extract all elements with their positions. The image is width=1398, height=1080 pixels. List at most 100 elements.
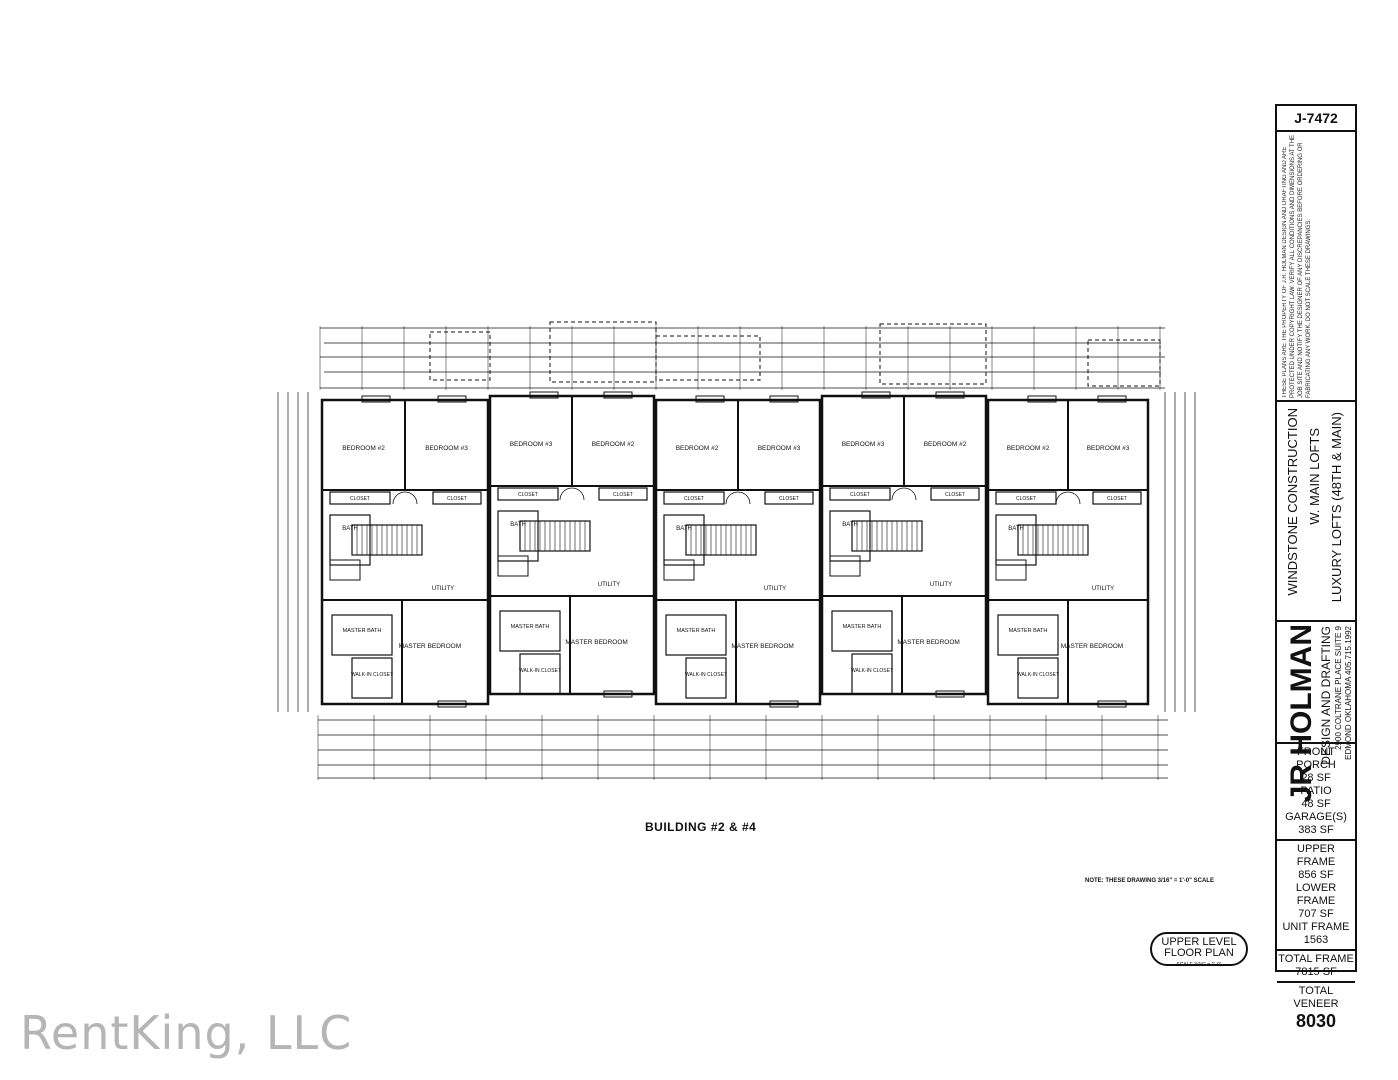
watermark: RentKing, LLC xyxy=(20,1006,353,1060)
firm-logo: JR HOLMAN DESIGN AND DRAFTING 2900 COLTR… xyxy=(1277,620,1355,802)
tub-outline xyxy=(829,555,861,577)
door-swing xyxy=(559,487,573,501)
bath-outline xyxy=(829,510,871,562)
bedroom-label: BEDROOM #3 xyxy=(1087,445,1130,452)
window xyxy=(769,395,799,403)
utility-label: UTILITY xyxy=(764,586,786,592)
plan-title-line2: FLOOR PLAN xyxy=(1164,947,1234,959)
job-number: J-7472 xyxy=(1277,106,1355,132)
bath-label: BATH xyxy=(1008,526,1024,532)
bedroom-label: BEDROOM #2 xyxy=(1007,445,1050,452)
project-client: WINDSTONE CONSTRUCTION xyxy=(1285,408,1300,596)
area-value: 383 SF xyxy=(1298,824,1334,836)
overhang-outline xyxy=(429,331,491,381)
bedroom-label: BEDROOM #3 xyxy=(425,445,468,452)
bath-label: BATH xyxy=(342,526,358,532)
overhang-outline xyxy=(1087,339,1161,387)
walk-in-closet-label: WALK-IN CLOSET xyxy=(851,668,893,674)
closet-label: CLOSET xyxy=(613,492,633,498)
bedroom-label: BEDROOM #2 xyxy=(676,445,719,452)
master-bath-outline xyxy=(831,610,893,652)
master-bath-outline xyxy=(331,614,393,656)
master-bedroom-label: MASTER BEDROOM xyxy=(731,643,793,650)
window xyxy=(769,700,799,708)
master-bedroom-label: MASTER BEDROOM xyxy=(1061,643,1123,650)
plan-title-scale: SCALE 3/16" = 1'-0" xyxy=(1176,962,1222,968)
walk-in-closet-outline xyxy=(1017,657,1059,699)
bath-label: BATH xyxy=(842,522,858,528)
closet-outline xyxy=(829,487,891,501)
bedroom-label: BEDROOM #3 xyxy=(758,445,801,452)
walk-in-closet-label: WALK-IN CLOSET xyxy=(685,672,727,678)
closet-outline xyxy=(598,487,648,501)
frame-label: UNIT FRAME xyxy=(1282,921,1350,933)
closet-label: CLOSET xyxy=(945,492,965,498)
area-group-exterior: FRONT PORCH 28 SF PATIO 48 SF GARAGE(S) … xyxy=(1277,744,1355,841)
door-swing xyxy=(571,487,585,501)
bath-outline xyxy=(663,514,705,566)
total-frame: TOTAL FRAME 7815 SF xyxy=(1277,951,1355,983)
closet-outline xyxy=(663,491,725,505)
project-subtitle: LUXURY LOFTS (48TH & MAIN) xyxy=(1329,412,1344,603)
closet-label: CLOSET xyxy=(518,492,538,498)
total-veneer-value: 8030 xyxy=(1295,1011,1337,1031)
master-bath-outline xyxy=(499,610,561,652)
master-bath-label: MASTER BATH xyxy=(511,624,550,630)
bath-label: BATH xyxy=(676,526,692,532)
overhang-outline xyxy=(549,321,657,383)
window xyxy=(935,391,965,399)
window xyxy=(861,391,891,399)
bath-outline xyxy=(497,510,539,562)
master-bedroom-label: MASTER BEDROOM xyxy=(897,639,959,646)
window xyxy=(935,690,965,698)
closet-outline xyxy=(930,487,980,501)
closet-label: CLOSET xyxy=(684,496,704,502)
door-swing xyxy=(392,491,406,505)
designer-notes: THESE PLANS ARE THE PROPERTY OF J.R. HOL… xyxy=(1282,134,1312,398)
bath-outline xyxy=(995,514,1037,566)
area-group-frame: UPPER FRAME 856 SF LOWER FRAME 707 SF UN… xyxy=(1277,841,1355,951)
total-frame-value: 7815 SF xyxy=(1295,966,1337,978)
master-bath-label: MASTER BATH xyxy=(1009,628,1048,634)
door-swing xyxy=(891,487,905,501)
door-swing xyxy=(903,487,917,501)
bedroom-label: BEDROOM #2 xyxy=(342,445,385,452)
area-value: 48 SF xyxy=(1301,798,1331,810)
frame-value: 856 SF xyxy=(1298,869,1334,881)
frame-value: 1563 xyxy=(1303,934,1329,946)
scale-note: NOTE: THESE DRAWING 3/16" = 1'-0" SCALE xyxy=(1085,878,1214,884)
plan-title-badge: UPPER LEVEL FLOOR PLAN SCALE 3/16" = 1'-… xyxy=(1150,932,1248,968)
utility-label: UTILITY xyxy=(1092,586,1114,592)
door-swing xyxy=(404,491,418,505)
total-veneer-label: TOTAL VENEER xyxy=(1293,985,1339,1010)
utility-label: UTILITY xyxy=(598,582,620,588)
master-bedroom-label: MASTER BEDROOM xyxy=(565,639,627,646)
closet-label: CLOSET xyxy=(850,492,870,498)
window xyxy=(603,690,633,698)
overhang-outline xyxy=(879,323,987,385)
master-bath-outline xyxy=(997,614,1059,656)
tub-outline xyxy=(995,559,1027,581)
closet-outline xyxy=(764,491,814,505)
window xyxy=(1097,395,1127,403)
overhang-outline xyxy=(655,335,761,381)
closet-outline xyxy=(995,491,1057,505)
frame-label: LOWER FRAME xyxy=(1295,882,1337,907)
walk-in-closet-outline xyxy=(851,653,893,695)
bedroom-label: BEDROOM #2 xyxy=(592,441,635,448)
closet-label: CLOSET xyxy=(447,496,467,502)
bedroom-label: BEDROOM #3 xyxy=(842,441,885,448)
window xyxy=(603,391,633,399)
master-bath-label: MASTER BATH xyxy=(343,628,382,634)
utility-label: UTILITY xyxy=(432,586,454,592)
firm-city: EDMOND OKLAHOMA 405.715.1992 xyxy=(1344,626,1353,760)
firm-address: 2900 COLTRANE PLACE SUITE 9 xyxy=(1334,626,1343,750)
utility-label: UTILITY xyxy=(930,582,952,588)
window xyxy=(1097,700,1127,708)
tub-outline xyxy=(497,555,529,577)
closet-label: CLOSET xyxy=(350,496,370,502)
bedroom-label: BEDROOM #2 xyxy=(924,441,967,448)
window xyxy=(1027,395,1057,403)
closet-outline xyxy=(329,491,391,505)
